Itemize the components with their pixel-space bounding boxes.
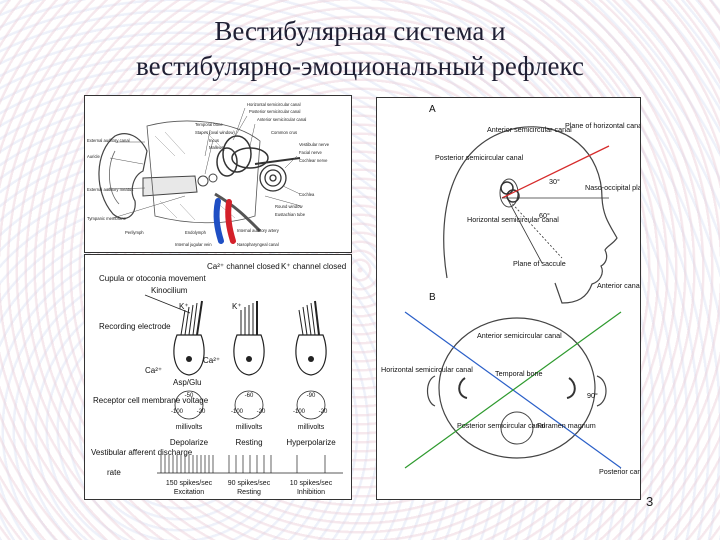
- ear-label-auricle: Auricle: [87, 154, 100, 159]
- meter-1-right: -20: [197, 409, 206, 415]
- millivolts-1: millivolts: [176, 424, 203, 431]
- hair-cell-hyperpolarize-shape: [295, 334, 327, 376]
- label-a-naso: Naso-occipital plane: [585, 183, 640, 192]
- label-a-plane: Plane of horizontal canal and utricle: [565, 121, 640, 130]
- label-b-anterior: Anterior semicircular canal: [477, 331, 562, 340]
- ear-label-facial-nerve: Facial nerve: [299, 150, 322, 155]
- ear-label-horizontal-canal: Horizontal semicircular canal: [247, 102, 301, 107]
- hair-cell-depolarize-shape: [173, 334, 205, 376]
- ear-anatomy-figure: External auditory canal Auricle External…: [84, 95, 352, 253]
- label-a-horizontal: Horizontal semicircular canal: [467, 215, 559, 224]
- spike-trains: [157, 455, 343, 474]
- millivolts-2: millivolts: [236, 424, 263, 431]
- label-afferent: Vestibular afferent discharge: [91, 448, 193, 457]
- millivolts-3: millivolts: [298, 424, 325, 431]
- head-profile-shape: [443, 126, 618, 304]
- ear-label-eustachian: Eustachian tube: [275, 212, 306, 217]
- meter-1-left: -100: [171, 409, 184, 415]
- hair-cell-figure: Cupula or otoconia movement Kinocilium R…: [84, 254, 352, 500]
- ear-label-external-canal: External auditory canal: [87, 138, 130, 143]
- state-resting: Resting: [235, 438, 262, 447]
- label-k-1: K⁺: [179, 302, 189, 311]
- panel-a-letter: A: [429, 104, 436, 115]
- label-membrane-voltage: Receptor cell membrane voltage: [93, 396, 209, 405]
- label-ca-1: Ca²⁺: [203, 356, 220, 365]
- slide-title-line1: Вестибулярная система и: [214, 16, 506, 46]
- label-b-posterior-plane: Posterior canal plane: [599, 467, 640, 476]
- ear-label-cochlea: Cochlea: [299, 192, 315, 197]
- meter-2-left: -100: [231, 409, 244, 415]
- label-b-90: 90°: [587, 391, 598, 400]
- label-a-anterior: Anterior semicircular canal: [487, 125, 572, 134]
- head-canal-planes-figure: A Plane of horizontal canal and utricle …: [376, 97, 679, 500]
- anterior-canal-plane-line: [404, 311, 622, 469]
- label-k-channel: K⁺ channel closed: [281, 262, 346, 271]
- meter-2-right: -20: [257, 409, 266, 415]
- hair-cell-drawing: Cupula or otoconia movement Kinocilium R…: [91, 262, 346, 496]
- label-kinocilium: Kinocilium: [151, 286, 188, 295]
- state-depolarize: Depolarize: [170, 438, 209, 447]
- rate-resting: 90 spikes/sec: [228, 480, 271, 487]
- ear-label-malleus: Malleus: [209, 145, 223, 150]
- label-cupula: Cupula or otoconia movement: [99, 274, 207, 283]
- ear-label-meatus: External auditory meatus: [87, 187, 133, 192]
- ear-label-incus: Incus: [209, 138, 219, 143]
- label-a-30: 30°: [549, 177, 560, 186]
- ear-label-tympanic: Tympanic membrane: [87, 216, 127, 221]
- label-b-temporal: Temporal bone: [495, 369, 543, 378]
- page-number: 3: [646, 494, 654, 509]
- vein-shape: [213, 198, 224, 244]
- ear-label-cochlear-nerve: Cochlear nerve: [299, 158, 328, 163]
- auricle-shape: [98, 133, 148, 219]
- ear-label-posterior-canal: Posterior semicircular canal: [249, 109, 300, 114]
- label-b-foramen: Foramen magnum: [537, 421, 596, 430]
- head-canal-drawing: A Plane of horizontal canal and utricle …: [381, 104, 679, 476]
- label-a-posterior: Posterior semicircular canal: [435, 153, 524, 162]
- label-asp-glu: Asp/Glu: [173, 378, 201, 387]
- semicircular-canal-shape: [222, 135, 252, 173]
- slide-title-line2: вестибулярно-эмоциональный рефлекс: [136, 51, 584, 81]
- effect-inhibition: Inhibition: [297, 489, 325, 496]
- hair-cell-resting-shape: [233, 334, 265, 376]
- label-b-horizontal: Horizontal semicircular canal: [381, 365, 473, 374]
- rate-hyperpolarize: 10 spikes/sec: [290, 480, 333, 487]
- label-rate: rate: [107, 468, 121, 477]
- ear-label-stapes: Stapes (oval window): [195, 130, 235, 135]
- label-b-anterior-plane: Anterior canal plane: [597, 281, 640, 290]
- ear-label-vein: Internal jugular vein: [175, 242, 212, 247]
- label-k-2: K⁺: [232, 302, 242, 311]
- effect-excitation: Excitation: [174, 489, 204, 496]
- horizontal-canal-plane-line: [501, 145, 610, 199]
- label-a-saccule: Plane of saccule: [513, 259, 566, 268]
- ear-label-nasopharyngeal: Nasopharyngeal canal: [237, 242, 279, 247]
- ear-label-perilymph: Perilymph: [125, 230, 144, 235]
- meter-3-right: -20: [319, 409, 328, 415]
- ear-canal-shape: [142, 175, 198, 197]
- meter-3-top: -90: [307, 393, 316, 399]
- ear-label-vestibular-nerve: Vestibular nerve: [299, 142, 330, 147]
- label-a-60: 60°: [539, 211, 550, 220]
- ear-label-common-crus: Common crus: [271, 130, 297, 135]
- panel-b-letter: B: [429, 292, 436, 303]
- ear-label-temporal-bone: Temporal bone: [195, 122, 223, 127]
- meter-1-top: -50: [185, 393, 194, 399]
- ear-label-round-window: Round window: [275, 204, 303, 209]
- label-recording: Recording electrode: [99, 322, 171, 331]
- head-top-view-shape: [438, 317, 596, 459]
- ear-anatomy-drawing: External auditory canal Auricle External…: [87, 102, 330, 247]
- ear-label-anterior-canal: Anterior semicircular canal: [257, 117, 306, 122]
- slide-title: Вестибулярная система и вестибулярно-эмо…: [0, 14, 720, 84]
- label-ca-2: Ca²⁺: [145, 366, 162, 375]
- cochlea-shape: [259, 164, 287, 192]
- label-ca-channel: Ca²⁺ channel closed: [207, 262, 280, 271]
- effect-resting: Resting: [237, 489, 261, 496]
- ear-label-artery: Internal auditory artery: [237, 228, 280, 233]
- label-b-posterior: Posterior semicircular canal: [457, 421, 546, 430]
- meter-2-top: -60: [245, 393, 254, 399]
- rate-depolarize: 150 spikes/sec: [166, 480, 213, 487]
- artery-shape: [225, 199, 236, 244]
- ear-label-endolymph: Endolymph: [185, 230, 207, 235]
- state-hyperpolarize: Hyperpolarize: [286, 438, 336, 447]
- meter-3-left: -100: [293, 409, 306, 415]
